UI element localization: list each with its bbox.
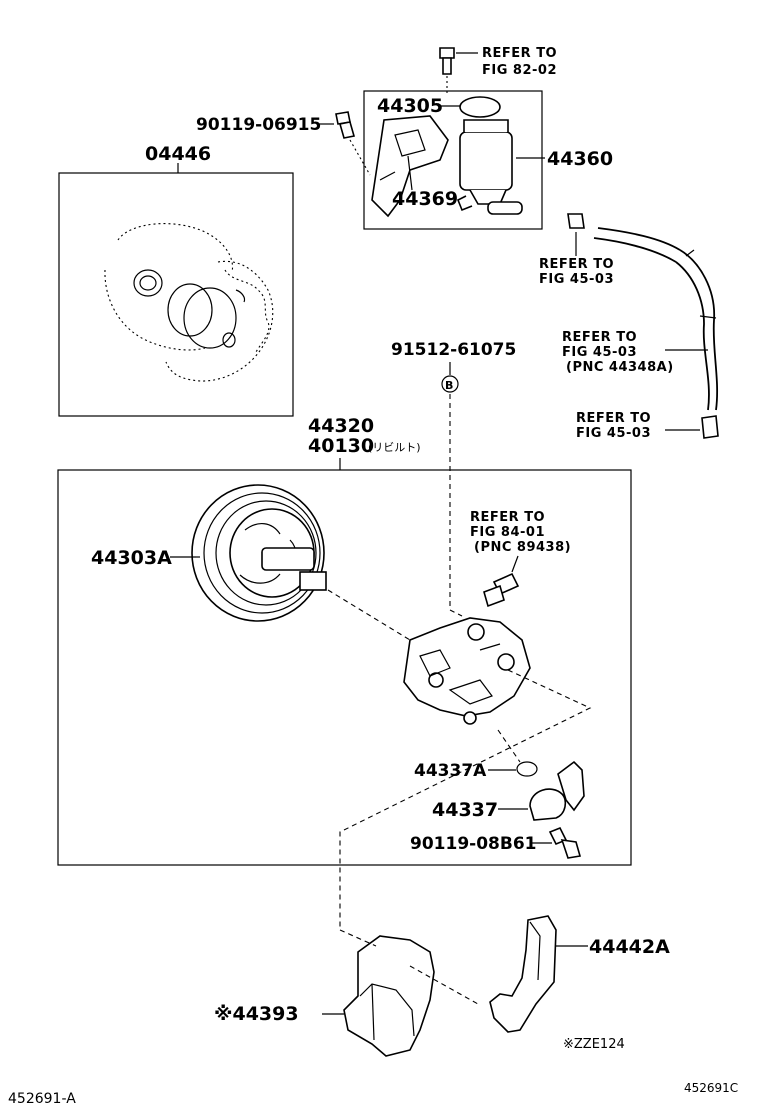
shaft-dash (327, 589, 411, 641)
o-ring-44337A (516, 761, 538, 777)
refer-45-03b-line1: REFER TO (562, 330, 637, 345)
return-hose (567, 213, 719, 439)
label-40130: 40130 (308, 435, 374, 457)
pump-box (57, 469, 632, 866)
refer-82-02-line2: FIG 82-02 (482, 63, 557, 78)
label-44337A: 44337A (414, 761, 487, 781)
label-44305: 44305 (377, 95, 443, 117)
bolt-90119-06915 (318, 111, 371, 176)
bolt-90119-08B61 (530, 826, 582, 859)
refer-45-03c-line1: REFER TO (576, 411, 651, 426)
pressure-switch (483, 555, 520, 608)
o-ring-dash (497, 729, 521, 763)
seal-kit-drawing (104, 223, 274, 382)
code-right: 452691C (684, 1081, 738, 1095)
label-44369: 44369 (392, 188, 458, 210)
bracket-44442A (489, 915, 588, 1033)
label-91512-61075: 91512-61075 (391, 340, 516, 360)
refer-45-03a-line1: REFER TO (539, 257, 614, 272)
kit-box-04446 (58, 172, 294, 417)
label-40130-note: (リビルト) (368, 441, 421, 454)
code-left: 452691-A (8, 1091, 76, 1107)
label-04446: 04446 (145, 143, 211, 165)
reservoir-drawing (371, 96, 523, 218)
label-44303A: 44303A (91, 547, 172, 569)
pulley-drawing (170, 484, 327, 622)
label-44360: 44360 (547, 148, 613, 170)
refer-45-03b-line2: FIG 45-03 (562, 345, 637, 360)
refer-84-01-line3: (PNC 89438) (474, 540, 571, 555)
refer-45-03b-line3: (PNC 44348A) (566, 360, 674, 375)
union-44337 (498, 760, 585, 821)
label-44442A: 44442A (589, 936, 670, 958)
refer-82-02-line1: REFER TO (482, 46, 557, 61)
label-90119-06915: 90119-06915 (196, 115, 321, 135)
cover-bracket-dash (409, 965, 479, 1005)
refer-45-03a-line2: FIG 45-03 (539, 272, 614, 287)
footnote-zze124: ※ZZE124 (563, 1037, 625, 1052)
cover-dash (339, 929, 377, 947)
pump-dash-right (339, 669, 592, 930)
pump-body-drawing (403, 617, 531, 725)
marker-b-circle (441, 375, 459, 393)
reservoir-leader-44369 (407, 155, 413, 191)
label-44393: ※44393 (214, 1003, 299, 1025)
pump-dash-b (449, 609, 463, 617)
refer-84-01-line1: REFER TO (470, 510, 545, 525)
bolt-82-02 (439, 47, 478, 95)
reservoir-box (363, 90, 543, 230)
refer-45-03c-line2: FIG 45-03 (576, 426, 651, 441)
refer-84-01-line2: FIG 84-01 (470, 525, 545, 540)
label-44320: 44320 (308, 415, 374, 437)
cover-44393 (322, 935, 435, 1057)
label-44337: 44337 (432, 799, 498, 821)
label-90119-08B61: 90119-08B61 (410, 834, 536, 854)
marker-b-text: B (445, 379, 453, 392)
